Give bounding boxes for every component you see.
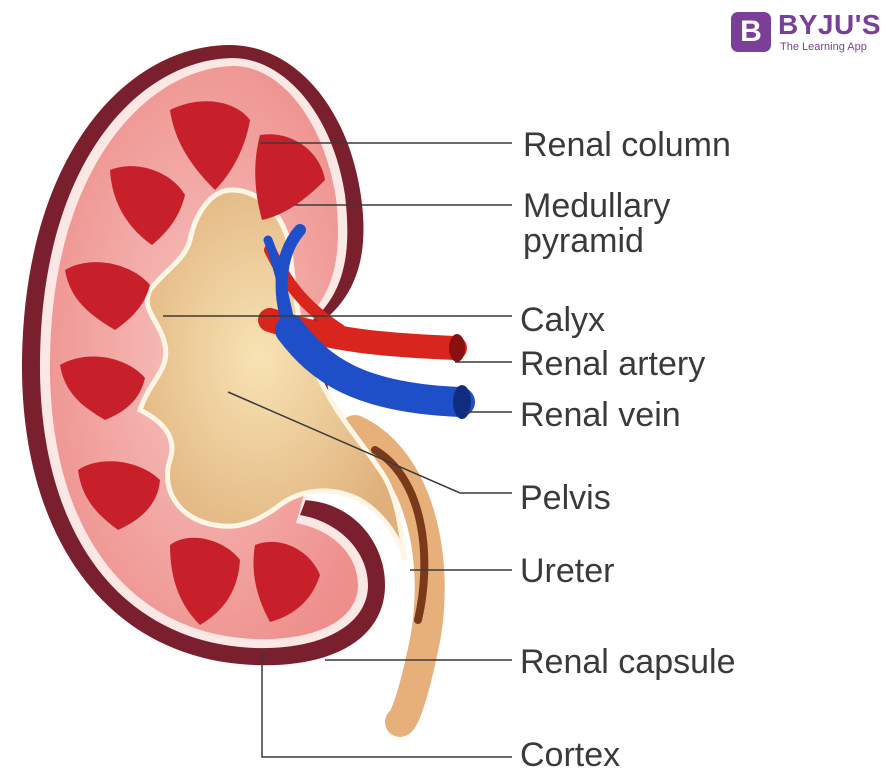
- label-pyramid: pyramid: [523, 223, 644, 259]
- label-renal-vein: Renal vein: [520, 397, 681, 433]
- label-renal-artery: Renal artery: [520, 346, 705, 382]
- label-medullary: Medullary: [523, 188, 670, 224]
- brand-badge-icon: B: [731, 12, 771, 52]
- label-renal-capsule: Renal capsule: [520, 644, 735, 680]
- label-ureter: Ureter: [520, 553, 614, 589]
- label-pelvis: Pelvis: [520, 480, 611, 516]
- label-renal-column: Renal column: [523, 127, 731, 163]
- brand-tagline: The Learning App: [780, 41, 867, 54]
- label-cortex: Cortex: [520, 737, 620, 773]
- leader-cortex: [262, 652, 512, 757]
- label-calyx: Calyx: [520, 302, 605, 338]
- brand-name: BYJU'S: [778, 10, 881, 40]
- brand-logo: B BYJU'S The Learning App: [731, 10, 883, 58]
